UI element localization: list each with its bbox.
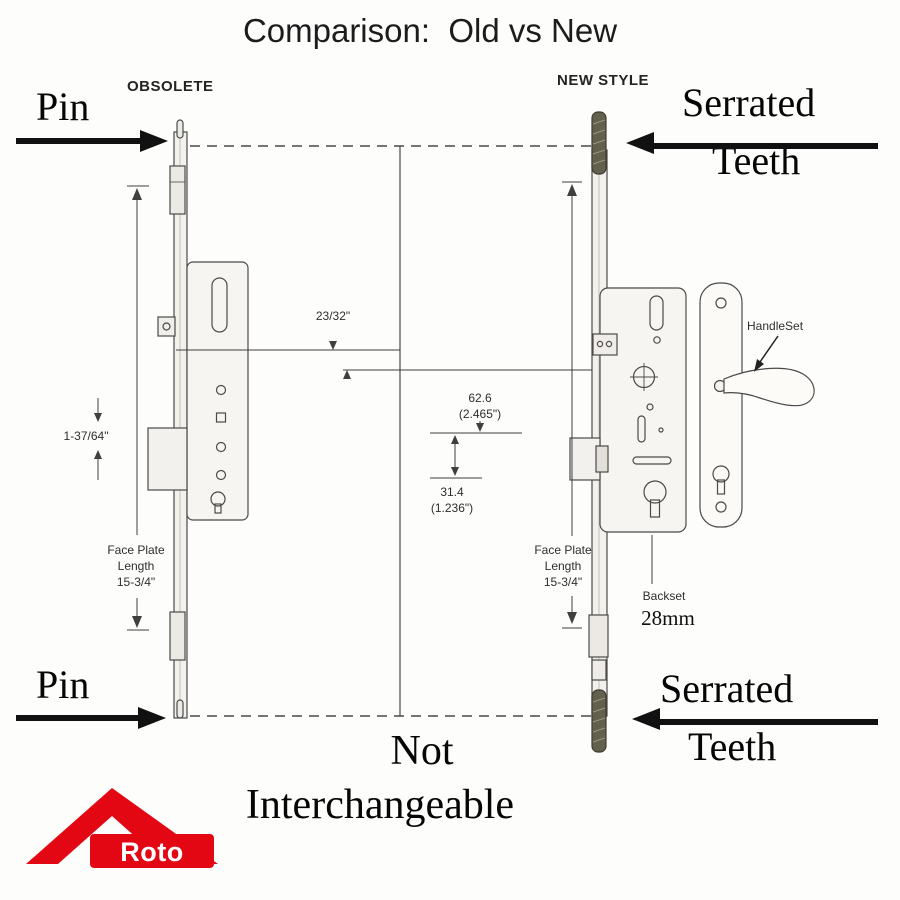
obsolete-heading: OBSOLETE: [127, 78, 214, 95]
lower-in-label: (1.236"): [431, 501, 473, 515]
center-offset-dimension: 23/32": [176, 309, 600, 379]
page-title: Comparison: Old vs New: [243, 12, 617, 49]
roto-logo: Roto: [26, 788, 218, 868]
left-bottom-pin: [176, 699, 184, 719]
right-faceplate-length-line1: Face Plate: [534, 543, 592, 557]
arrowhead-up: [451, 435, 459, 444]
arrowhead-down: [476, 423, 484, 432]
arrow-right: [140, 130, 168, 152]
left-follower-block: [157, 316, 176, 337]
serrated-bottom-label-line2: Teeth: [688, 724, 776, 769]
left-keyhole-slot: [211, 277, 228, 333]
right-follower-block: [592, 333, 618, 356]
handleset-callout: HandleSet: [747, 319, 804, 372]
handleset-backplate: [699, 282, 743, 528]
left-faceplate-length-line3: 15-3/4": [117, 575, 155, 589]
arrow-right: [138, 707, 166, 729]
left-bottom-pin-housing: [169, 611, 186, 661]
right-faceplate-length-line2: Length: [545, 559, 582, 573]
new-style-dimensions: Face Plate Length 15-3/4" Backset 28mm: [534, 181, 695, 630]
arrowhead-down-left: [754, 359, 764, 372]
arrowhead-down: [451, 467, 459, 476]
serrated-callout-top: Serrated Teeth: [626, 80, 878, 183]
right-faceplate-length-line3: 15-3/4": [544, 575, 582, 589]
handleset-drawing: [699, 282, 815, 528]
right-euro-cylinder-hole: [643, 480, 667, 504]
handleset-cylinder-hole: [712, 465, 730, 483]
spacing-in-label: (2.465"): [459, 407, 501, 421]
handleset-label: HandleSet: [747, 319, 804, 333]
not-interchangeable-note: Not Interchangeable: [246, 728, 514, 828]
arrowhead-down: [132, 616, 142, 628]
pin-callout-top: Pin: [16, 84, 168, 152]
spacing-mm-label: 62.6: [468, 391, 492, 405]
not-label: Not: [391, 728, 454, 774]
right-bottom-guide-block: [588, 614, 609, 658]
reference-lines: [190, 145, 600, 717]
left-top-pin-housing: [169, 165, 186, 215]
right-gearbox-case: [599, 287, 687, 533]
new-style-lock-drawing: [569, 111, 687, 753]
left-top-pin: [176, 119, 184, 139]
arrowhead-down: [567, 612, 577, 624]
right-deadbolt-block: [569, 437, 601, 481]
arrow-left: [626, 132, 654, 154]
handleset-bottom-screw: [715, 501, 727, 513]
lower-mm-label: 31.4: [440, 485, 464, 499]
right-keyhole-slot: [649, 295, 664, 331]
backset-label: Backset: [643, 589, 686, 603]
left-faceplate-length-line1: Face Plate: [107, 543, 165, 557]
left-deadbolt-block: [147, 427, 188, 491]
obsolete-dimensions: 1-37/64" Face Plate Length 15-3/4": [64, 185, 165, 631]
pin-callout-bottom: Pin: [16, 662, 166, 729]
left-gearbox-case: [186, 261, 249, 521]
handleset-top-screw: [715, 297, 727, 309]
new-style-heading: NEW STYLE: [557, 72, 649, 89]
center-offset-label: 23/32": [316, 309, 350, 323]
spacing-dimensions: 62.6 (2.465") 31.4 (1.236"): [430, 391, 522, 515]
interchangeable-label: Interchangeable: [246, 782, 514, 828]
left-height-dimension: 1-37/64": [64, 429, 109, 443]
arrowhead-up: [94, 450, 102, 459]
pin-top-label: Pin: [36, 84, 89, 129]
arrowhead-down: [94, 413, 102, 422]
roto-wordmark: Roto: [120, 837, 183, 867]
backset-value: 28mm: [641, 606, 695, 630]
handleset-lever: [723, 367, 815, 407]
serrated-bottom-label-line1: Serrated: [660, 666, 793, 711]
arrowhead-down: [329, 341, 337, 350]
arrowhead-up: [567, 184, 577, 196]
pin-bottom-label: Pin: [36, 662, 89, 707]
arrow-left: [632, 708, 660, 730]
arrowhead-up: [132, 188, 142, 200]
left-faceplate-length-line2: Length: [118, 559, 155, 573]
right-horizontal-slot: [632, 456, 672, 465]
roto-wordmark-band: [90, 834, 214, 868]
serrated-top-label-line1: Serrated: [682, 80, 815, 125]
obsolete-lock-drawing: [147, 119, 249, 719]
serrated-callout-bottom: Serrated Teeth: [632, 666, 878, 769]
serrated-teeth-top: [591, 111, 607, 175]
arrowhead-up: [343, 370, 351, 379]
serrated-teeth-bottom: [591, 689, 607, 753]
